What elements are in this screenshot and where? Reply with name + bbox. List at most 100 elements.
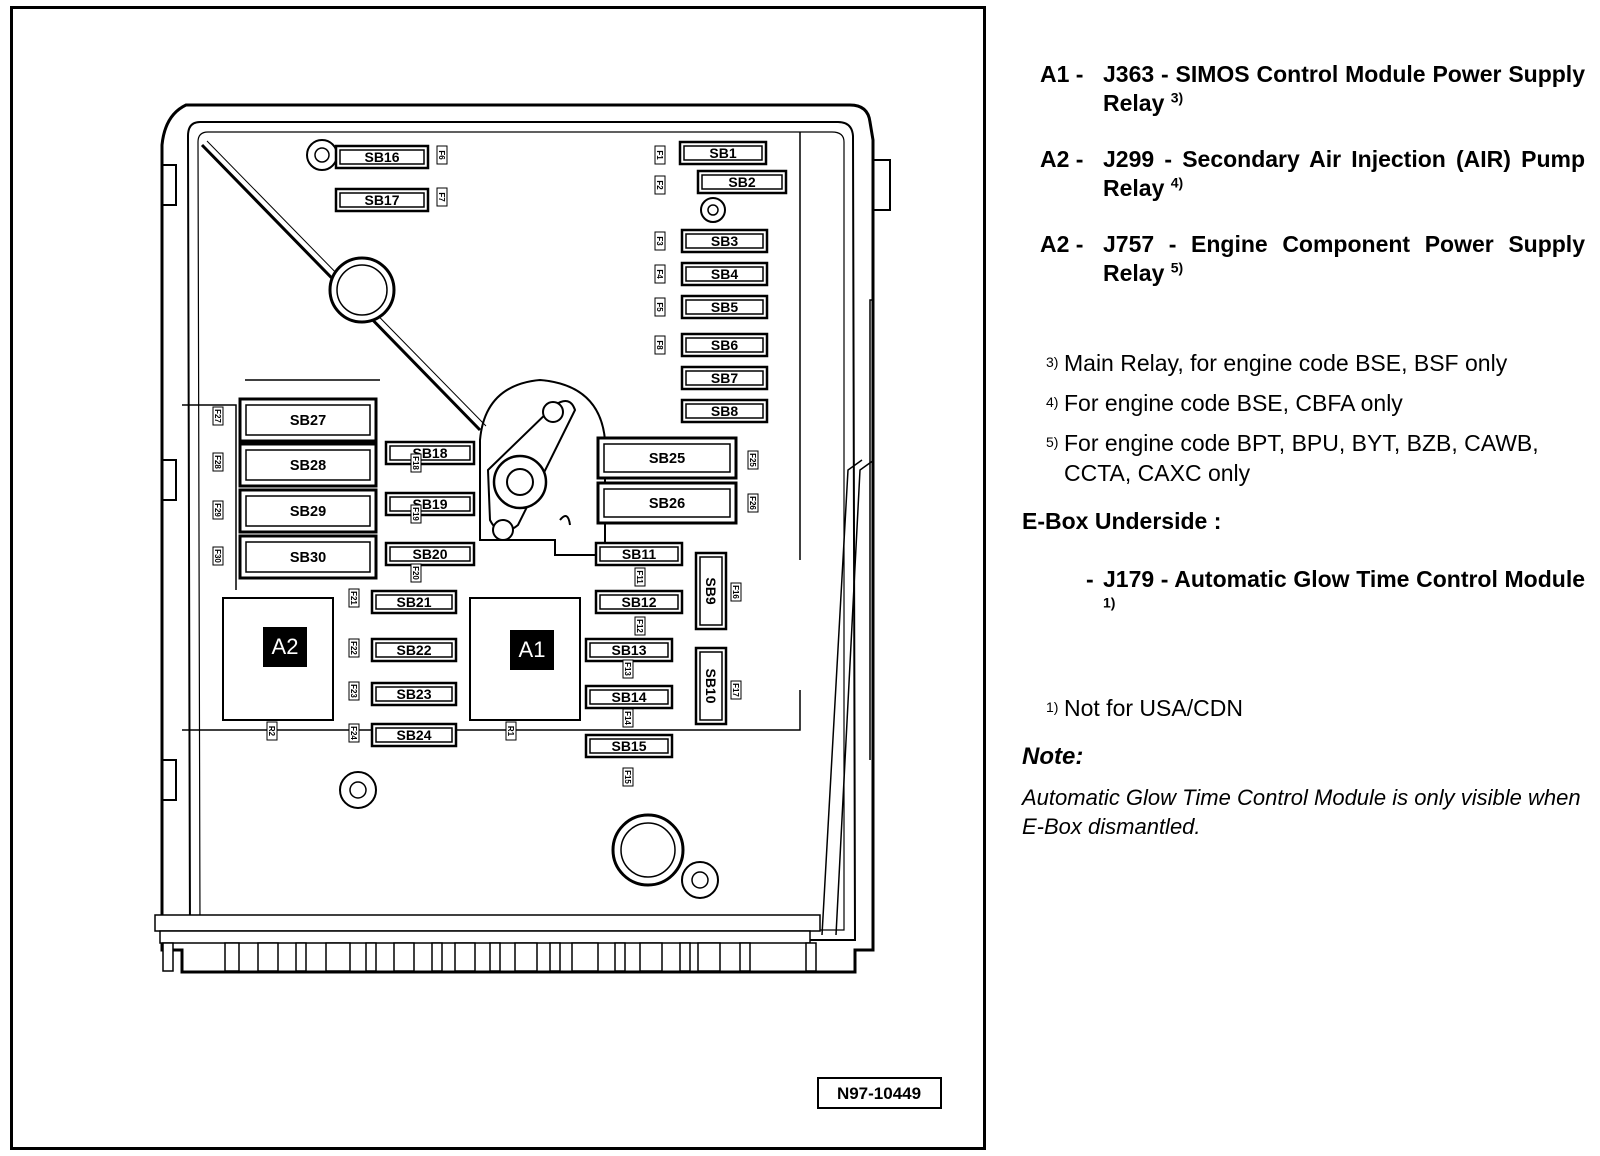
fuse-body xyxy=(680,228,769,254)
mark-f19: F19 xyxy=(410,504,422,524)
fuse-label: SB3 xyxy=(711,233,738,249)
fuse-sb29: SB29 xyxy=(238,488,378,534)
entry-text: J757 - Engine Component Power Supply Rel… xyxy=(1103,231,1585,286)
fuse-body xyxy=(594,589,684,615)
fuse-sb5: SB5 xyxy=(680,294,769,320)
entry-code: A2 - xyxy=(1040,146,1084,172)
mark-label: F7 xyxy=(437,192,446,202)
relay-a1: A1 xyxy=(469,597,581,721)
fuse-box-diagram: A2 A1 SB1SB2SB3SB4SB5SB6SB7SB8SB9SB10SB1… xyxy=(154,103,942,1109)
fuse-inner xyxy=(603,488,731,518)
mark-f26: F26 xyxy=(747,493,759,513)
legend-entry-a1: A1 - J363 - SIMOS Control Module Power S… xyxy=(1040,60,1585,118)
fuse-sb7: SB7 xyxy=(680,365,769,391)
fuse-label: SB15 xyxy=(611,738,646,754)
fuse-inner xyxy=(245,495,371,527)
mark-label: F1 xyxy=(655,150,664,160)
mark-label: F13 xyxy=(623,662,632,676)
entry-code: A2 - xyxy=(1040,231,1084,257)
mark-f1: F1 xyxy=(654,145,666,165)
footnote-5: 5) For engine code BPT, BPU, BYT, BZB, C… xyxy=(1046,430,1539,486)
mark-r1: R1 xyxy=(505,721,517,741)
fuse-body xyxy=(694,646,728,726)
fuse-inner xyxy=(685,233,764,249)
footnote-3: 3) Main Relay, for engine code BSE, BSF … xyxy=(1046,350,1508,376)
fuse-label: SB14 xyxy=(611,689,646,705)
fuse-label: SB4 xyxy=(711,266,738,282)
fuse-inner xyxy=(589,689,669,705)
fuse-body xyxy=(680,365,769,391)
relay-a2-label: A2 xyxy=(272,634,299,659)
fuse-sb8: SB8 xyxy=(680,398,769,424)
fuse-inner xyxy=(245,449,371,481)
fuse-body xyxy=(678,140,768,166)
fuse-label: SB22 xyxy=(396,642,431,658)
mark-f5: F5 xyxy=(654,297,666,317)
entry-text: J299 - Secondary Air Injection (AIR) Pum… xyxy=(1103,146,1585,201)
fuse-body xyxy=(238,488,378,534)
fuse-inner xyxy=(389,445,471,461)
mark-f17: F17 xyxy=(730,680,742,700)
fuse-label: SB6 xyxy=(711,337,738,353)
mark-f14: F14 xyxy=(622,708,634,728)
mark-f27: F27 xyxy=(212,406,224,426)
fuse-inner xyxy=(685,403,764,419)
fuse-body xyxy=(370,589,458,615)
fuse-body xyxy=(370,722,458,748)
mark-label: F22 xyxy=(349,641,358,655)
fuse-label: SB25 xyxy=(649,451,685,467)
mark-f25: F25 xyxy=(747,450,759,470)
mark-f23: F23 xyxy=(348,681,360,701)
entry-note-ref: 1) xyxy=(1103,594,1116,611)
fuse-sb23: SB23 xyxy=(370,681,458,707)
fuse-sb25: SB25 xyxy=(596,436,738,480)
fuse-body xyxy=(384,491,476,517)
fuse-sb9: SB9 xyxy=(694,551,728,631)
mark-f3: F3 xyxy=(654,231,666,251)
fuse-label: SB10 xyxy=(703,668,719,703)
fuse-body xyxy=(696,169,788,195)
fuse-body xyxy=(238,534,378,580)
fuse-body xyxy=(680,398,769,424)
note-text: Automatic Glow Time Control Module is on… xyxy=(1022,785,1581,839)
legend-entry-a2-j299: A2 - J299 - Secondary Air Injection (AIR… xyxy=(1040,145,1585,203)
mark-label: F3 xyxy=(655,236,664,246)
mark-f2: F2 xyxy=(654,175,666,195)
screws xyxy=(306,139,726,899)
fuse-sb15: SB15 xyxy=(584,733,674,759)
mark-label: F6 xyxy=(437,150,446,160)
mark-f15: F15 xyxy=(622,767,634,787)
footnote-1: 1) Not for USA/CDN xyxy=(1046,695,1243,721)
fuse-sb24: SB24 xyxy=(370,722,458,748)
fuse-sb19: SB19 xyxy=(384,491,476,517)
fuse-sb17: SB17 xyxy=(334,187,430,213)
fuse-inner xyxy=(685,266,764,282)
mark-f16: F16 xyxy=(730,582,742,602)
fuse-sb4: SB4 xyxy=(680,261,769,287)
housing xyxy=(160,103,891,974)
fuse-label: SB13 xyxy=(611,642,646,658)
fuse-sb26: SB26 xyxy=(596,481,738,525)
fuse-body xyxy=(594,541,684,567)
mark-label: F28 xyxy=(213,455,222,469)
fuse-inner xyxy=(375,727,453,743)
entry-note-ref: 3) xyxy=(1170,89,1184,106)
mark-label: R2 xyxy=(267,726,276,737)
mark-label: F15 xyxy=(623,770,632,784)
mark-label: F4 xyxy=(655,269,664,279)
fuse-label: SB9 xyxy=(703,577,719,604)
fuse-body xyxy=(680,294,769,320)
mark-label: F19 xyxy=(411,507,420,521)
fuse-body xyxy=(680,332,769,358)
fuse-body xyxy=(694,551,728,631)
fuse-inner xyxy=(375,642,453,658)
section-title: E-Box Underside : xyxy=(1022,508,1222,534)
fuse-sb2: SB2 xyxy=(696,169,788,195)
fuse-body xyxy=(584,733,674,759)
footnote-text: For engine code BPT, BPU, BYT, BZB, CAWB… xyxy=(1064,430,1539,486)
legend-entry-j179: - J179 - Automatic Glow Time Control Mod… xyxy=(1040,565,1585,623)
mark-f24: F24 xyxy=(348,723,360,743)
legend-entry-a2-j757: A2 - J757 - Engine Component Power Suppl… xyxy=(1040,230,1585,288)
fuse-sb12: SB12 xyxy=(594,589,684,615)
fuse-label: SB1 xyxy=(709,145,736,161)
